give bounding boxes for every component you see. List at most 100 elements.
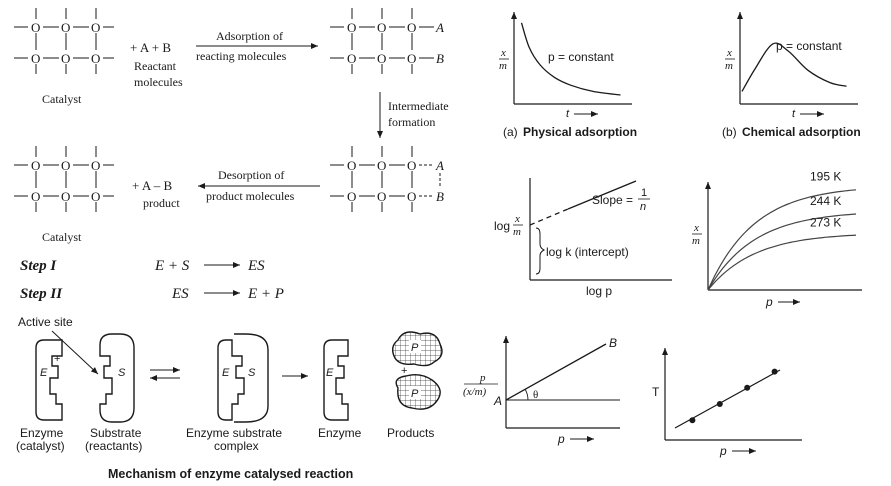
product-2-p-label: P bbox=[411, 388, 419, 400]
point-a-label: A bbox=[493, 394, 502, 408]
reactants-label-line1: Reactant bbox=[134, 59, 177, 73]
physical-adsorption-chart: x m p = constant t (a) Physical adsorpti… bbox=[499, 12, 637, 139]
complex-e-label: E bbox=[222, 367, 230, 379]
linear-data-point bbox=[771, 368, 778, 375]
slope-den: n bbox=[640, 201, 646, 213]
langmuir-chart: θ A B p (x/m) p bbox=[463, 336, 620, 446]
oxygen-atom: O bbox=[31, 158, 40, 173]
isotherm-y-num: x bbox=[693, 222, 699, 234]
linear-x-label: p bbox=[719, 444, 727, 458]
oxygen-atom: O bbox=[407, 20, 416, 35]
chemical-curve bbox=[741, 42, 847, 92]
enzyme-shape-1 bbox=[35, 339, 63, 421]
product-formula: + A – B bbox=[132, 178, 173, 193]
reactants-label-line2: molecules bbox=[134, 75, 183, 89]
chemical-caption: Chemical adsorption bbox=[742, 125, 861, 139]
complex-line2: complex bbox=[214, 439, 259, 453]
oxygen-atom: O bbox=[377, 20, 386, 35]
langmuir-x-label: p bbox=[557, 432, 565, 446]
oxygen-atom: O bbox=[31, 189, 40, 204]
oxygen-atom: O bbox=[347, 158, 356, 173]
freundlich-chart: log x m Slope = 1 n log k (intercept) lo… bbox=[494, 178, 672, 298]
step1-eq-right: ES bbox=[247, 258, 265, 274]
substrate-shape bbox=[99, 333, 135, 423]
products-plus: + bbox=[401, 365, 407, 377]
chemical-y-num: x bbox=[726, 47, 732, 59]
linear-chart: T p bbox=[652, 348, 802, 458]
physical-curve bbox=[520, 22, 621, 96]
oxygen-atom: O bbox=[347, 51, 356, 66]
active-site-label: Active site bbox=[18, 315, 73, 329]
linear-data-point bbox=[744, 384, 751, 391]
slope-label: Slope = bbox=[592, 193, 633, 207]
adsorbed-atom: A bbox=[435, 20, 444, 35]
oxygen-atom: O bbox=[31, 20, 40, 35]
catalyst-label-top: Catalyst bbox=[42, 92, 82, 106]
enzyme-catalyst-line2: (catalyst) bbox=[16, 439, 65, 453]
lattice-adsorbed: O O O A O O O B bbox=[330, 8, 444, 74]
oxygen-atom: O bbox=[61, 51, 70, 66]
oxygen-atom: O bbox=[61, 20, 70, 35]
isotherm-curves bbox=[707, 189, 857, 291]
enzyme-catalyst-line1: Enzyme bbox=[20, 426, 64, 440]
substrate-s-label: S bbox=[118, 367, 126, 379]
substrate-line1: Substrate bbox=[90, 426, 142, 440]
enzyme-shape-2 bbox=[323, 339, 349, 421]
oxygen-atom: O bbox=[91, 189, 100, 204]
physical-caption: Physical adsorption bbox=[523, 125, 637, 139]
complex-s-label: S bbox=[248, 367, 256, 379]
catalyst-label-bottom: Catalyst bbox=[42, 230, 82, 244]
oxygen-atom: O bbox=[347, 20, 356, 35]
chemical-x-label: t bbox=[792, 108, 796, 120]
oxygen-atom: O bbox=[377, 51, 386, 66]
intermediate-label-line2: formation bbox=[388, 115, 435, 129]
isotherm-x-label: p bbox=[765, 295, 773, 309]
freundlich-x-label: log p bbox=[586, 284, 612, 298]
adsorption-label-line2: reacting molecules bbox=[196, 49, 287, 63]
desorption-label-line2: product molecules bbox=[206, 189, 295, 203]
reactants-formula: + A + B bbox=[130, 40, 171, 55]
isotherm-series-label: 244 K bbox=[810, 194, 841, 208]
product-2-label-bg bbox=[409, 386, 421, 399]
chemical-note: p = constant bbox=[776, 39, 842, 53]
desorption-label-line1: Desorption of bbox=[218, 168, 284, 182]
enzyme-1-plus: + bbox=[54, 353, 60, 365]
langmuir-y-num: p bbox=[479, 372, 486, 384]
physical-y-num: x bbox=[500, 47, 506, 59]
freundlich-line bbox=[567, 180, 637, 210]
enzyme-1-e-label: E bbox=[40, 367, 48, 379]
linear-data-point bbox=[689, 417, 696, 424]
oxygen-atom: O bbox=[407, 51, 416, 66]
product-1-label-bg bbox=[409, 340, 421, 353]
step2-label: Step II bbox=[20, 286, 63, 302]
slope-num: 1 bbox=[641, 187, 647, 199]
oxygen-atom: O bbox=[91, 51, 100, 66]
adsorbed-atom: B bbox=[436, 51, 444, 66]
freundlich-y-prefix: log bbox=[494, 219, 510, 233]
complex-substrate-part bbox=[234, 333, 269, 423]
step1-label: Step I bbox=[20, 258, 57, 274]
physical-note: p = constant bbox=[548, 50, 614, 64]
isotherm-y-den: m bbox=[692, 235, 700, 247]
oxygen-atom: O bbox=[407, 158, 416, 173]
chemical-y-den: m bbox=[725, 60, 733, 72]
oxygen-atom: O bbox=[407, 189, 416, 204]
linear-points bbox=[689, 368, 778, 424]
point-b-label: B bbox=[609, 336, 617, 350]
intercept-brace bbox=[535, 227, 546, 275]
step2-eq-left: ES bbox=[171, 286, 189, 302]
langmuir-line bbox=[505, 343, 607, 401]
physical-x-label: t bbox=[566, 108, 570, 120]
product-1-p-label: P bbox=[411, 342, 419, 354]
linear-y-label: T bbox=[652, 385, 660, 399]
oxygen-atom: O bbox=[91, 158, 100, 173]
adsorption-label-line1: Adsorption of bbox=[216, 29, 283, 43]
step2-eq-right: E + P bbox=[247, 286, 284, 302]
oxygen-atom: O bbox=[61, 158, 70, 173]
oxygen-atom: O bbox=[347, 189, 356, 204]
